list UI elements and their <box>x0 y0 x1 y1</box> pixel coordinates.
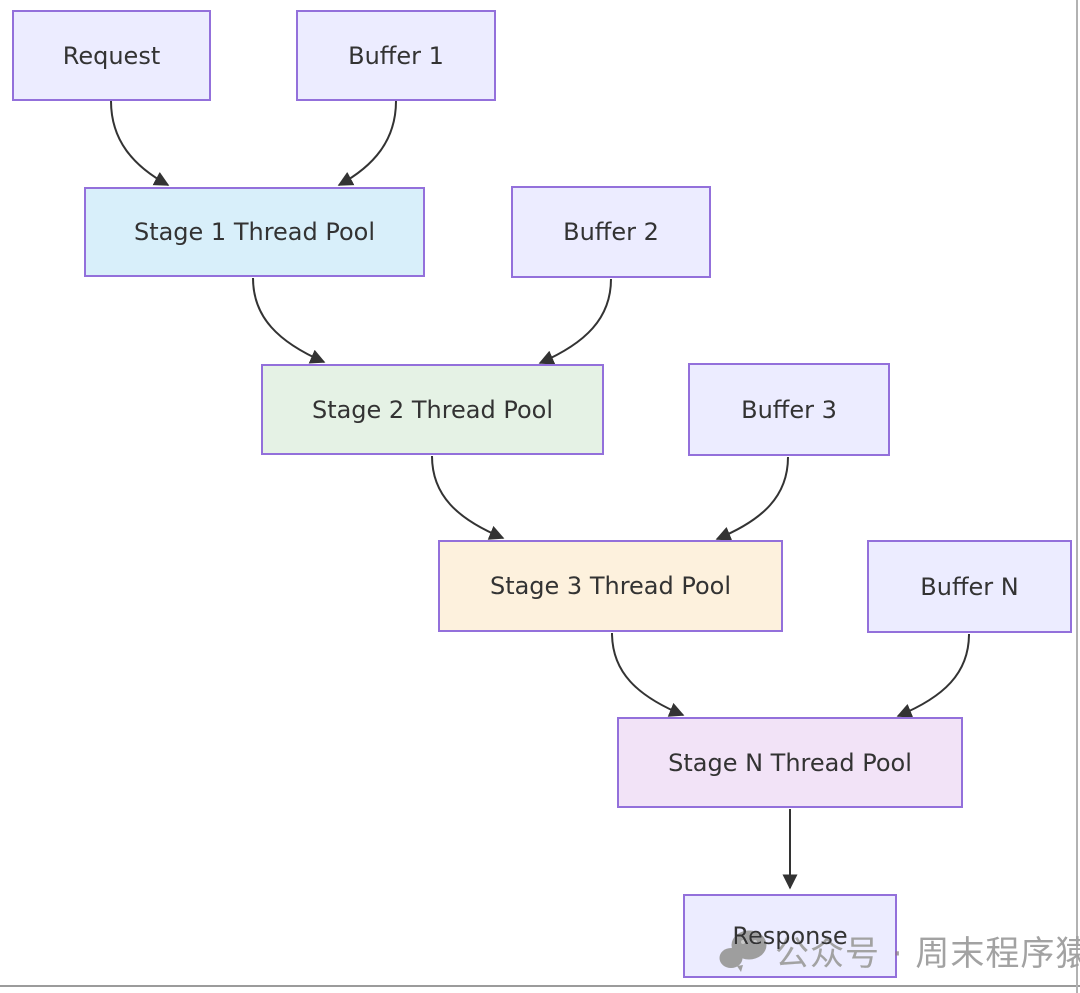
node-label-stage2: Stage 2 Thread Pool <box>311 395 554 424</box>
node-buffer2: Buffer 2 <box>511 186 711 278</box>
node-bufferN: Buffer N <box>867 540 1072 633</box>
edge-bufferN-to-stageN <box>896 633 970 718</box>
node-label-stage3: Stage 3 Thread Pool <box>489 572 732 600</box>
node-stageN: Stage N Thread Pool <box>617 717 963 808</box>
edge-stage3-to-stageN <box>611 632 685 717</box>
edge-stage2-to-stage3 <box>431 455 505 540</box>
node-label-buffer2: Buffer 2 <box>563 218 659 246</box>
edge-buffer3-to-stage3 <box>715 456 789 541</box>
node-request: Request <box>12 10 211 101</box>
bottom-border-line <box>0 985 1080 987</box>
node-stage1: Stage 1 Thread Pool <box>84 187 425 277</box>
node-stage2: Stage 2 Thread Pool <box>261 364 604 455</box>
node-label-response: Response <box>732 922 848 950</box>
node-label-buffer3: Buffer 3 <box>741 395 837 424</box>
node-label-request: Request <box>62 41 161 70</box>
node-buffer3: Buffer 3 <box>688 363 890 456</box>
node-stage3: Stage 3 Thread Pool <box>438 540 783 632</box>
edges-group <box>110 100 970 890</box>
node-label-stage1: Stage 1 Thread Pool <box>133 218 376 246</box>
edge-request-to-stage1 <box>110 100 170 186</box>
node-buffer1: Buffer 1 <box>296 10 496 101</box>
node-label-buffer1: Buffer 1 <box>348 41 444 70</box>
edge-stage1-to-stage2 <box>252 277 326 364</box>
edge-buffer2-to-stage2 <box>538 278 612 365</box>
edge-buffer1-to-stage1 <box>337 100 397 186</box>
right-border-line <box>1076 0 1078 993</box>
node-response: Response <box>683 894 897 978</box>
node-label-stageN: Stage N Thread Pool <box>668 748 912 777</box>
node-label-bufferN: Buffer N <box>920 572 1019 601</box>
